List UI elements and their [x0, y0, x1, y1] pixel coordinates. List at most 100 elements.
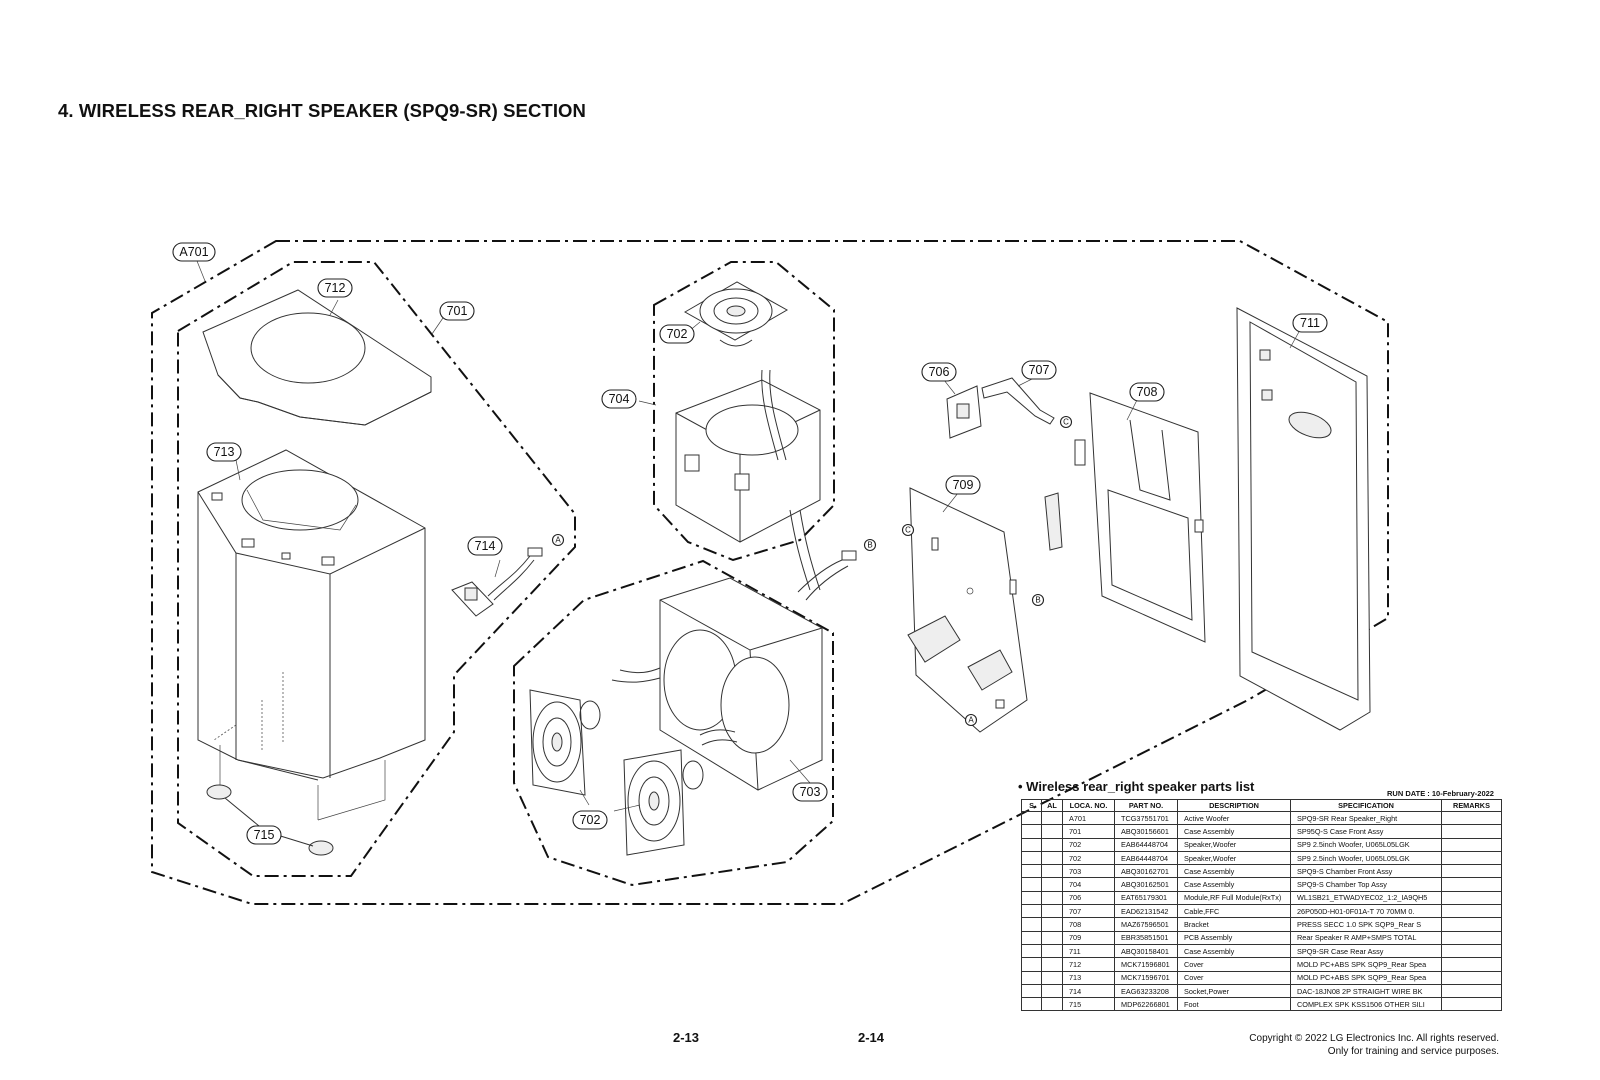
table-cell: DAC-18JN08 2P STRAIGHT WIRE BK — [1290, 983, 1442, 999]
table-cell: 711 — [1062, 943, 1115, 959]
table-cell: ABQ30162701 — [1114, 864, 1178, 879]
table-cell: MCK71596701 — [1114, 970, 1178, 985]
part-702-lower-woofer-left — [529, 689, 601, 796]
table-cell — [1441, 970, 1502, 985]
table-cell: Cable,FFC — [1177, 904, 1291, 919]
connector-c-bottom — [901, 523, 915, 537]
part-702-lower-woofer-right — [623, 749, 704, 856]
table-cell — [1441, 824, 1502, 839]
column-header: REMARKS — [1441, 799, 1502, 812]
table-cell: MAZ67596501 — [1114, 917, 1178, 932]
table-cell: SPQ9-S Chamber Top Assy — [1290, 877, 1442, 892]
table-cell — [1021, 904, 1042, 919]
table-cell: 701 — [1062, 824, 1115, 839]
parts-list-heading: • Wireless rear_right speaker parts list — [1018, 779, 1255, 794]
svg-text:704: 704 — [609, 392, 630, 406]
table-cell: Case Assembly — [1177, 943, 1291, 959]
table-cell: EAD62131542 — [1114, 904, 1178, 919]
table-cell: 704 — [1062, 877, 1115, 892]
table-cell: SP9 2.5inch Woofer, U065L05LGK — [1290, 850, 1442, 866]
table-cell — [1021, 917, 1042, 932]
table-cell: 714 — [1062, 983, 1115, 999]
group-boundary-701 — [177, 261, 576, 877]
table-cell — [1021, 810, 1042, 826]
part-706-rf-module — [946, 385, 982, 439]
part-713-body-shell — [197, 449, 426, 821]
table-cell: SPQ9-S Chamber Front Assy — [1290, 864, 1442, 879]
svg-text:715: 715 — [254, 828, 275, 842]
callout-712: 712 — [317, 278, 353, 298]
table-cell — [1041, 837, 1063, 852]
table-cell: ABQ30158401 — [1114, 943, 1178, 959]
table-cell — [1021, 957, 1042, 972]
table-cell — [1441, 917, 1502, 932]
table-cell: EAB64448704 — [1114, 850, 1178, 866]
column-header: LOCA. NO. — [1062, 799, 1115, 812]
table-cell — [1041, 997, 1063, 1012]
group-boundary-704 — [653, 261, 835, 562]
table-cell — [1441, 904, 1502, 919]
table-cell — [1441, 983, 1502, 999]
table-cell — [1441, 957, 1502, 972]
page-number-right: 2-14 — [858, 1030, 885, 1045]
connector-a-top — [551, 533, 565, 547]
table-cell — [1021, 864, 1042, 879]
table-cell: EAT65179301 — [1114, 890, 1178, 906]
table-cell: A701 — [1062, 810, 1115, 826]
svg-text:702: 702 — [667, 327, 688, 341]
table-cell: 703 — [1062, 864, 1115, 879]
callout-714: 714 — [467, 536, 503, 556]
table-cell — [1021, 983, 1042, 999]
table-cell: SPQ9-SR Rear Speaker_Right — [1290, 810, 1442, 826]
table-cell — [1021, 890, 1042, 906]
table-cell: Speaker,Woofer — [1177, 837, 1291, 852]
table-cell — [1041, 917, 1063, 932]
table-cell — [1041, 890, 1063, 906]
part-702-upper-woofer — [683, 281, 789, 347]
part-712-top-cover — [202, 289, 432, 426]
table-cell: 702 — [1062, 850, 1115, 866]
callout-a701: A701 — [172, 242, 216, 262]
connector-b-bottom — [1031, 593, 1045, 607]
table-cell: COMPLEX SPK KSS1506 OTHER SILI — [1290, 997, 1442, 1012]
run-date: RUN DATE : 10-February-2022 — [1387, 789, 1494, 798]
callout-706: 706 — [921, 362, 957, 382]
copyright-line-2: Only for training and service purposes. — [1327, 1046, 1499, 1057]
table-cell: 713 — [1062, 970, 1115, 985]
connector-a-bottom — [964, 713, 978, 727]
table-cell: Cover — [1177, 970, 1291, 985]
table-cell — [1041, 904, 1063, 919]
cable-b — [797, 550, 857, 601]
svg-text:708: 708 — [1137, 385, 1158, 399]
table-cell — [1021, 943, 1042, 959]
table-cell: Bracket — [1177, 917, 1291, 932]
table-cell — [1041, 877, 1063, 892]
connector-c-top-label: C — [1063, 418, 1069, 427]
table-cell — [1041, 864, 1063, 879]
table-cell: 715 — [1062, 997, 1115, 1012]
table-cell: Socket,Power — [1177, 983, 1291, 999]
part-708-bracket — [1074, 392, 1206, 643]
svg-text:714: 714 — [475, 539, 496, 553]
table-cell — [1441, 890, 1502, 906]
table-cell: SPQ9-SR Case Rear Assy — [1290, 943, 1442, 959]
svg-text:A701: A701 — [179, 245, 208, 259]
table-cell — [1021, 850, 1042, 866]
table-cell: 26P050D-H01-0F01A-T 70 70MM 0. — [1290, 904, 1442, 919]
column-header: DESCRIPTION — [1177, 799, 1291, 812]
table-cell — [1041, 943, 1063, 959]
table-cell — [1041, 970, 1063, 985]
copyright-line-1: Copyright © 2022 LG Electronics Inc. All… — [1249, 1033, 1499, 1044]
table-cell: 709 — [1062, 930, 1115, 945]
table-cell: 708 — [1062, 917, 1115, 932]
callout-701: 701 — [439, 301, 475, 321]
part-703-chamber-front — [611, 577, 823, 791]
